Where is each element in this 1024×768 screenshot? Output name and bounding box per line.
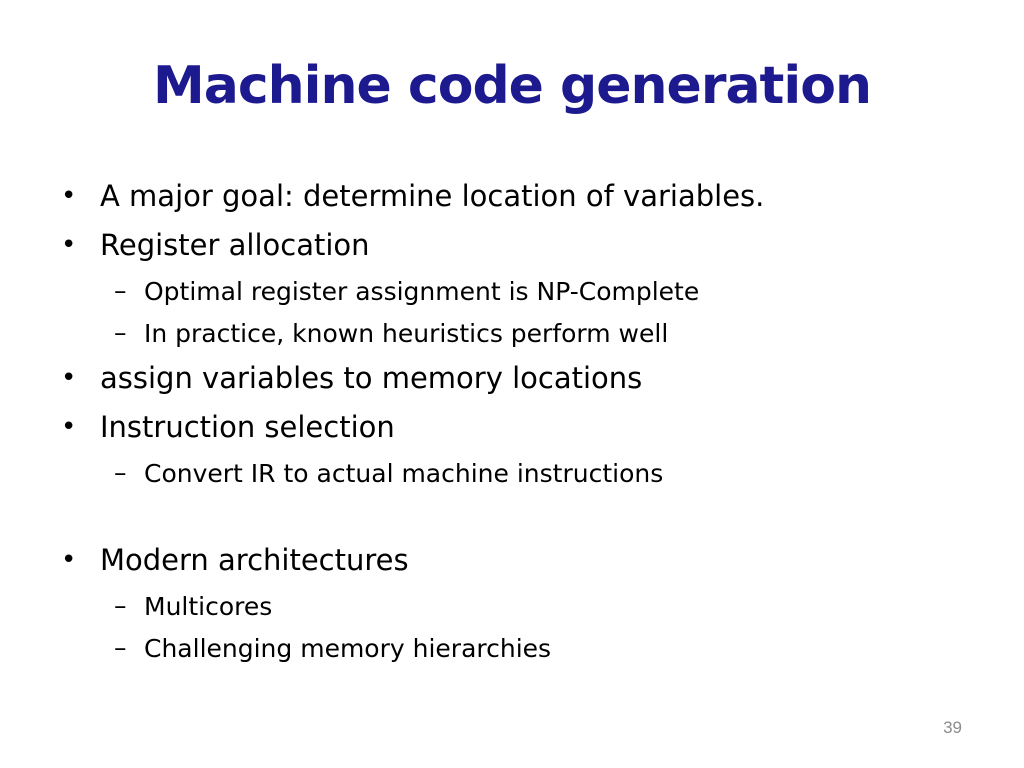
- bullet-item: –Challenging memory hierarchies: [0, 633, 1024, 664]
- bullet-dash-icon: –: [114, 318, 127, 347]
- bullet-item: • assign variables to memory locations: [0, 360, 1024, 396]
- bullet-list: • A major goal: determine location of var…: [0, 178, 1024, 675]
- bullet-dash-icon: –: [114, 633, 127, 662]
- bullet-dot-icon: •: [61, 545, 77, 575]
- bullet-item: • Register allocation: [0, 227, 1024, 263]
- bullet-dash-icon: –: [114, 276, 127, 305]
- bullet-dot-icon: •: [61, 230, 77, 260]
- bullet-text: Convert IR to actual machine instruction…: [144, 459, 664, 488]
- bullet-dash-icon: –: [114, 591, 127, 620]
- bullet-text: Instruction selection: [100, 410, 395, 444]
- bullet-dot-icon: •: [61, 412, 77, 442]
- bullet-text: Challenging memory hierarchies: [144, 634, 552, 663]
- bullet-text: assign variables to memory locations: [100, 361, 643, 395]
- bullet-item: • A major goal: determine location of var…: [0, 178, 1024, 214]
- bullet-item: –Multicores: [0, 591, 1024, 622]
- bullet-text: Multicores: [144, 592, 273, 621]
- bullet-dot-icon: •: [61, 181, 77, 211]
- bullet-item: –Convert IR to actual machine instructio…: [0, 458, 1024, 489]
- bullet-item: • Modern architectures: [0, 542, 1024, 578]
- bullet-item: –In practice, known heuristics perform w…: [0, 318, 1024, 349]
- bullet-dash-icon: –: [114, 458, 127, 487]
- bullet-text: A major goal: determine location of vari…: [100, 179, 765, 213]
- bullet-text: In practice, known heuristics perform we…: [144, 319, 669, 348]
- bullet-text: Register allocation: [100, 228, 370, 262]
- bullet-dot-icon: •: [61, 363, 77, 393]
- bullet-text: Modern architectures: [100, 543, 409, 577]
- blank-line: [0, 500, 1024, 542]
- bullet-text: Optimal register assignment is NP-Comple…: [144, 277, 700, 306]
- page-number: 39: [943, 718, 962, 737]
- bullet-item: –Optimal register assignment is NP-Compl…: [0, 276, 1024, 307]
- slide-title: Machine code generation: [153, 56, 872, 116]
- bullet-item: • Instruction selection: [0, 409, 1024, 445]
